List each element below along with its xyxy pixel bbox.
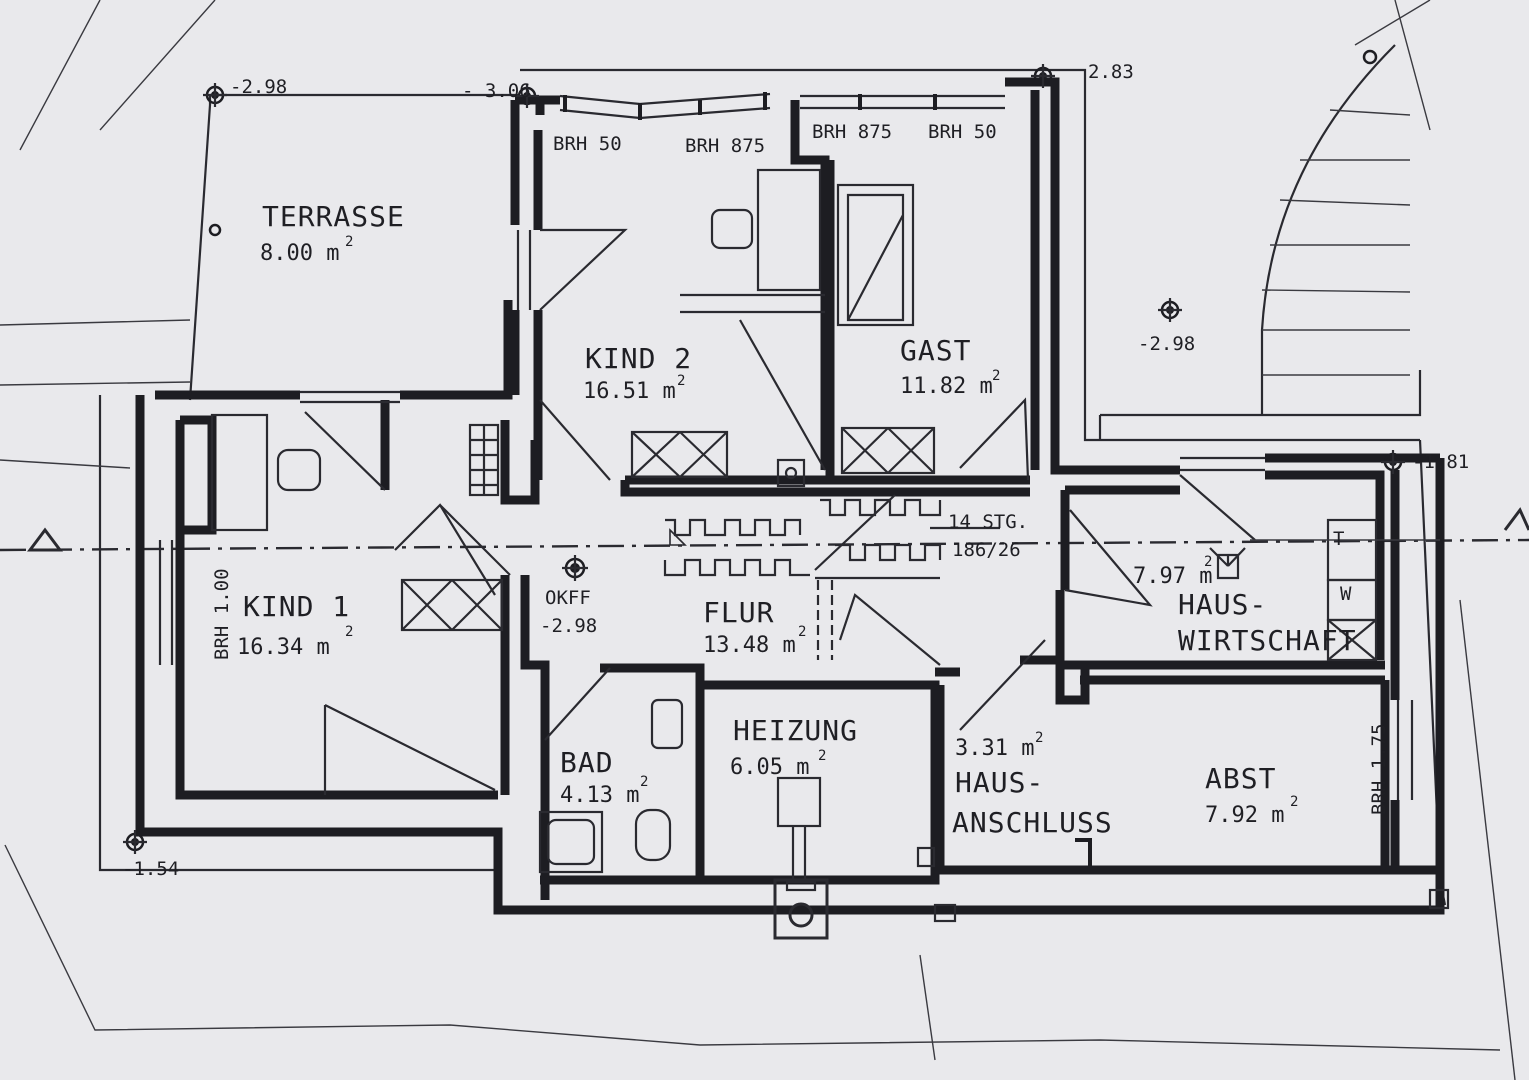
appliance-dryer: T (1333, 528, 1344, 550)
room-kind2-exp: 2 (677, 373, 685, 389)
room-hauswirtschaft-area: 7.97 m (1133, 564, 1212, 589)
level-marker-tl (203, 83, 227, 107)
room-bad-name: BAD (560, 746, 614, 779)
room-abst-exp: 2 (1290, 794, 1298, 810)
level-marker-right (1381, 450, 1405, 474)
stairs (663, 494, 1000, 660)
room-gast-area: 11.82 m (900, 374, 993, 399)
level-garden-text: -2.98 (1138, 333, 1195, 355)
window-brh-50-left: BRH 50 (553, 133, 622, 155)
level-marker-garden (1158, 298, 1182, 322)
okff-value: -2.98 (540, 615, 597, 637)
stairs-steps: 14 STG. (948, 511, 1028, 533)
fixtures (210, 168, 1450, 940)
walls (135, 77, 1445, 915)
section-line (0, 507, 1529, 552)
level-marker-tr (1031, 64, 1055, 88)
room-hauswirtschaft-exp: 2 (1204, 554, 1212, 570)
room-kind1-exp: 2 (345, 624, 353, 640)
room-heizung-name: HEIZUNG (733, 714, 858, 747)
room-terrasse-area: 8.00 m (260, 241, 339, 266)
level-marker-top-mid (515, 84, 539, 108)
room-kind2-name: KIND 2 (585, 342, 692, 375)
doors (304, 228, 1256, 795)
level-tr-text: 2.83 (1088, 61, 1134, 83)
room-hausanschluss-name1: HAUS- (955, 766, 1044, 799)
level-marker-okff (562, 555, 588, 581)
room-flur-exp: 2 (798, 624, 806, 640)
room-heizung-area: 6.05 m (730, 755, 809, 780)
window-brh-50-right: BRH 50 (928, 121, 997, 143)
appliance-washer: W (1340, 583, 1352, 605)
labels: -2.98 - 3.06 2.83 -2.98 -1.81 -1.54 BRH … (122, 61, 1469, 880)
room-hauswirtschaft-name2: WIRTSCHAFT (1178, 624, 1357, 657)
room-kind1-name: KIND 1 (243, 590, 350, 623)
room-abst-name: ABST (1205, 762, 1276, 795)
room-hausanschluss-name2: ANSCHLUSS (952, 806, 1113, 839)
room-gast-exp: 2 (992, 368, 1000, 384)
room-flur-area: 13.48 m (703, 633, 796, 658)
window-brh-875-right: BRH 875 (812, 121, 892, 143)
level-top-mid-text: - 3.06 (462, 80, 531, 102)
level-bottom-left-text: -1.54 (122, 858, 179, 880)
room-hauswirtschaft-name1: HAUS- (1178, 588, 1267, 621)
room-hausanschluss-area: 3.31 m (955, 736, 1034, 761)
okff-label: OKFF (545, 587, 591, 609)
room-heizung-exp: 2 (818, 748, 826, 764)
level-tl-text: -2.98 (230, 76, 287, 98)
room-kind2-area: 16.51 m (583, 379, 676, 404)
room-kind1-area: 16.34 m (237, 635, 330, 660)
room-terrasse-exp: 2 (345, 234, 353, 250)
window-brh-875-left: BRH 875 (685, 135, 765, 157)
room-bad-exp: 2 (640, 774, 648, 790)
room-abst-area: 7.92 m (1205, 803, 1284, 828)
window-brh-100: BRH 1.00 (211, 568, 233, 660)
room-gast-name: GAST (900, 334, 971, 367)
level-right-text: -1.81 (1412, 451, 1469, 473)
room-hausanschluss-exp: 2 (1035, 730, 1043, 746)
room-bad-area: 4.13 m (560, 783, 639, 808)
window-brh-175: BRH 1.75 (1368, 723, 1390, 815)
level-markers (123, 49, 1405, 854)
room-flur-name: FLUR (703, 596, 774, 629)
windows (158, 92, 1414, 800)
level-marker-bottom-left (123, 830, 147, 854)
room-terrasse-name: TERRASSE (262, 200, 405, 233)
stairs-rise-run: 186/26 (952, 539, 1021, 561)
